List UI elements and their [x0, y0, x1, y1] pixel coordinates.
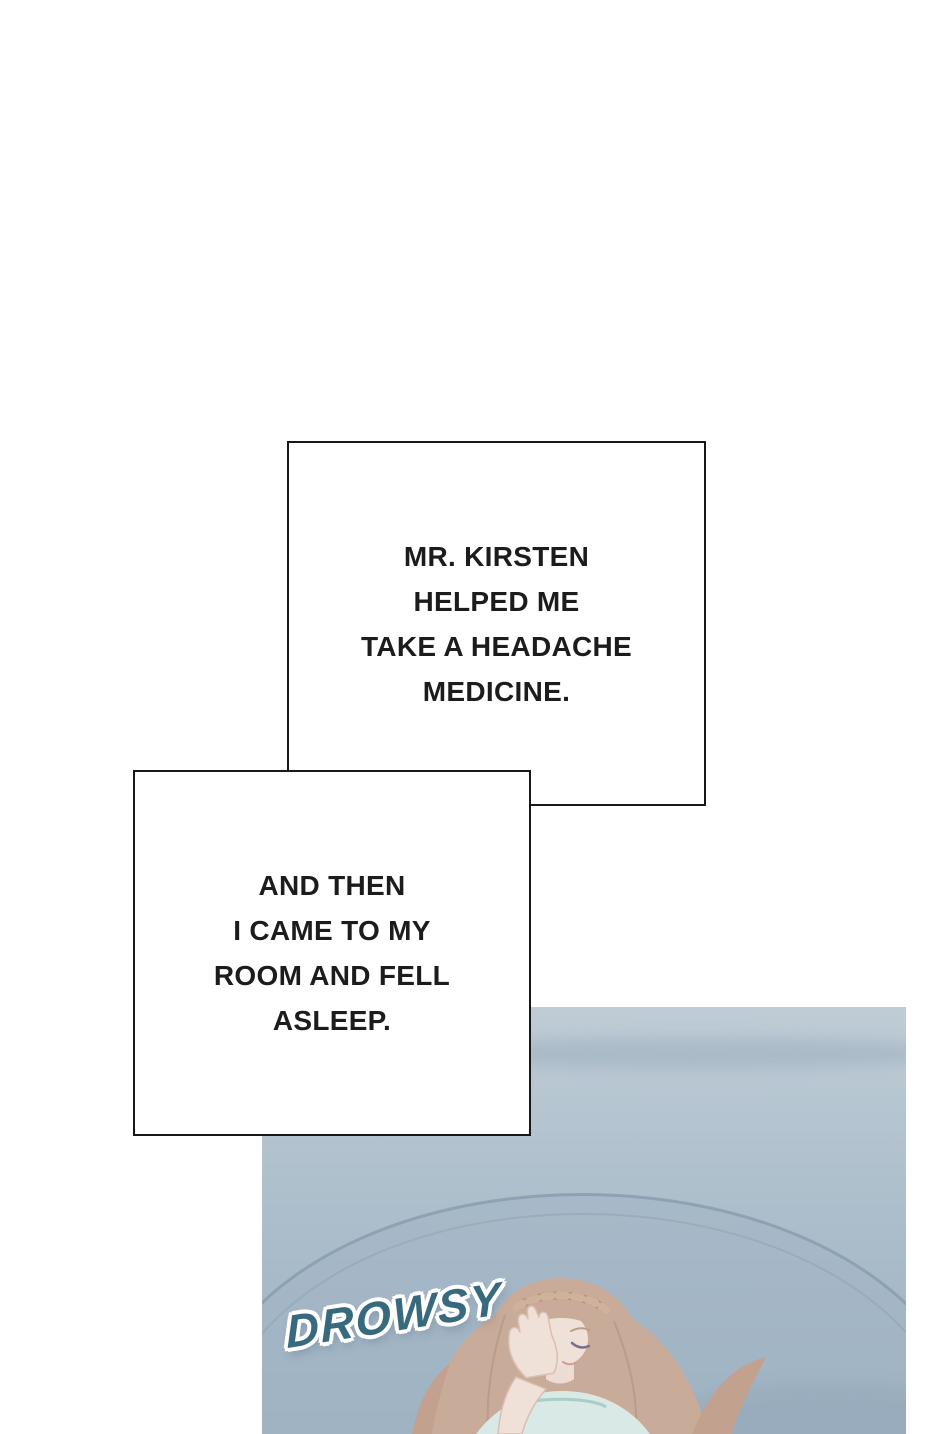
bedroom-scene-art: [262, 1007, 906, 1434]
character-hair-left: [412, 1363, 450, 1434]
character-drowsy-woman: [412, 1277, 766, 1434]
eyebrow: [570, 1327, 590, 1332]
closed-eye: [570, 1341, 591, 1349]
character-hair-right: [692, 1357, 766, 1434]
character-arm: [497, 1376, 548, 1434]
headboard-inner-arc: [262, 1213, 906, 1336]
hand-shape: [507, 1305, 558, 1379]
headboard-arc: [262, 1193, 906, 1306]
narration-box-1: MR. KIRSTEN HELPED ME TAKE A HEADACHE ME…: [287, 441, 706, 806]
bedroom-scene-panel: DROWSY: [262, 1007, 906, 1434]
wall-shadow: [422, 1037, 906, 1069]
narration-box-2: AND THEN I CAME TO MY ROOM AND FELL ASLE…: [133, 770, 531, 1136]
mouth: [562, 1361, 576, 1366]
narration-text-2: AND THEN I CAME TO MY ROOM AND FELL ASLE…: [213, 870, 451, 1036]
hair-braid-highlight: [512, 1291, 610, 1314]
narration-text-1: MR. KIRSTEN HELPED ME TAKE A HEADACHE ME…: [360, 540, 633, 707]
character-hand: [507, 1305, 558, 1379]
